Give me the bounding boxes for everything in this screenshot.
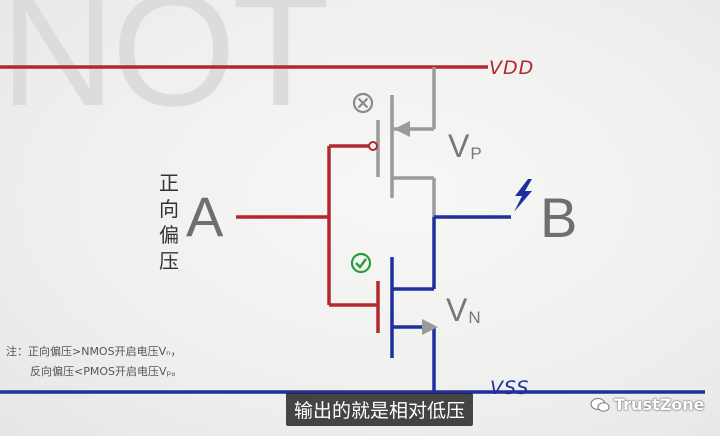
x-circle-icon (352, 92, 374, 114)
footnote: 注：正向偏压>NMOS开启电压Vₙ， 反向偏压<PMOS开启电压Vₚ。 (6, 342, 182, 382)
wechat-icon (590, 397, 610, 412)
output-terminal-label: B (540, 186, 578, 249)
background-title: NOT (0, 0, 330, 139)
subtitle-caption: 输出的就是相对低压 (286, 393, 474, 426)
lightning-icon (514, 179, 532, 212)
input-terminal-label: A (186, 185, 224, 248)
vdd-label: VDD (489, 57, 535, 79)
footnote-line-2: 反向偏压<PMOS开启电压Vₚ。 (30, 365, 183, 378)
pmos-arrow (394, 121, 410, 137)
pmos-transistor (376, 67, 436, 217)
nmos-arrow (422, 319, 438, 335)
nmos-label: VN (446, 292, 481, 328)
check-circle-icon (350, 252, 372, 274)
watermark: TrustZone (590, 395, 704, 414)
input-wire (236, 144, 380, 333)
watermark-text: TrustZone (614, 395, 705, 414)
pmos-gate-bubble (368, 141, 378, 151)
pmos-label: VP (448, 128, 482, 164)
footnote-line-1: 注：正向偏压>NMOS开启电压Vₙ， (6, 345, 182, 358)
input-side-label: 正向偏压 (159, 171, 179, 273)
vss-label: VSS (490, 377, 530, 399)
